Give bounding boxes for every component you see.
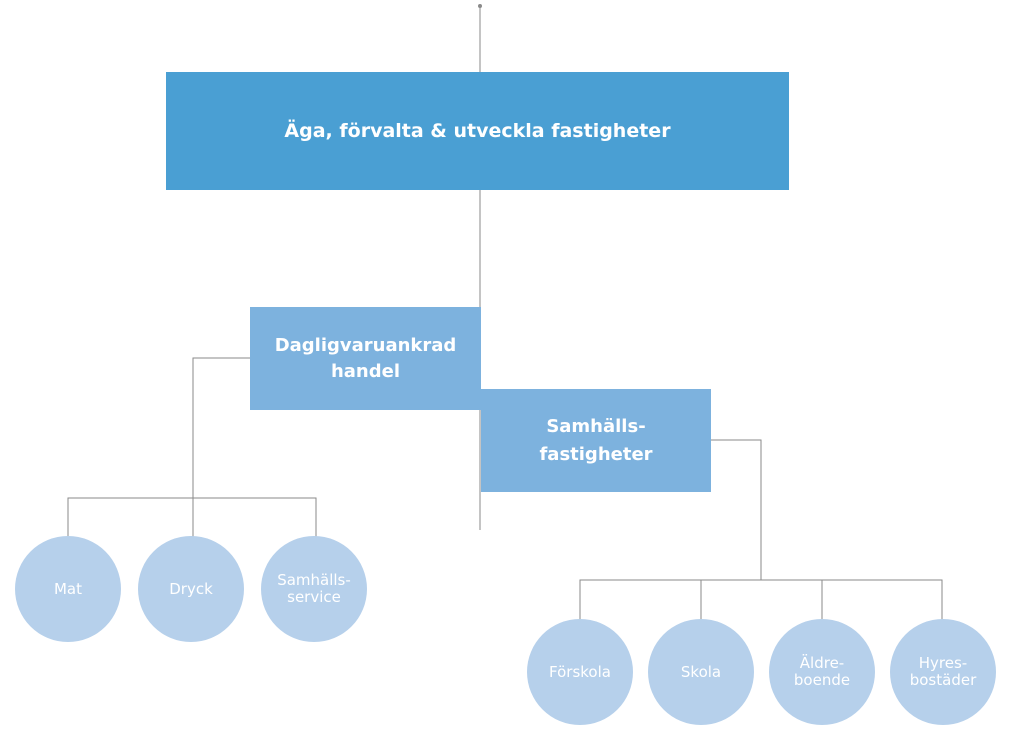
leaf-label: boende xyxy=(793,671,851,689)
connector-right-branch xyxy=(711,439,762,580)
branch-node-dagligvaruankrad: Dagligvaruankrad handel xyxy=(250,307,481,410)
connector-top-dot xyxy=(478,4,482,8)
leaf-node-hyresbostader: Hyres- bostäder xyxy=(890,619,996,725)
leaf-label: Dryck xyxy=(169,579,213,598)
branch-label-line: Samhälls- xyxy=(546,415,646,437)
branch-label-line: fastigheter xyxy=(539,443,653,465)
leaf-label: Äldre- xyxy=(799,654,845,672)
leaf-label: Skola xyxy=(680,662,722,681)
leaf-label: Samhälls- xyxy=(277,571,351,589)
leaf-label: bostäder xyxy=(909,671,977,689)
branch-label-line: handel xyxy=(330,360,401,382)
connector-left-bus xyxy=(67,497,317,540)
connector-right-bus xyxy=(579,579,943,620)
root-node: Äga, förvalta & utveckla fastigheter xyxy=(166,72,789,190)
leaf-node-mat: Mat xyxy=(15,536,121,642)
leaf-node-skola: Skola xyxy=(648,619,754,725)
leaf-label: Mat xyxy=(53,579,82,598)
connector-left-branch xyxy=(192,357,250,498)
leaf-node-forskola: Förskola xyxy=(527,619,633,725)
branch-label-line: Dagligvaruankrad xyxy=(274,334,457,356)
leaf-label: Hyres- xyxy=(918,654,968,672)
leaf-node-dryck: Dryck xyxy=(138,536,244,642)
leaf-label: service xyxy=(287,588,341,606)
leaf-node-samhallsservice: Samhälls- service xyxy=(261,536,367,642)
leaf-node-aldreboende: Äldre- boende xyxy=(769,619,875,725)
branch-node-samhallsfastigheter: Samhälls- fastigheter xyxy=(481,389,711,492)
leaf-label: Förskola xyxy=(549,662,611,681)
root-node-label: Äga, förvalta & utveckla fastigheter xyxy=(284,120,671,142)
